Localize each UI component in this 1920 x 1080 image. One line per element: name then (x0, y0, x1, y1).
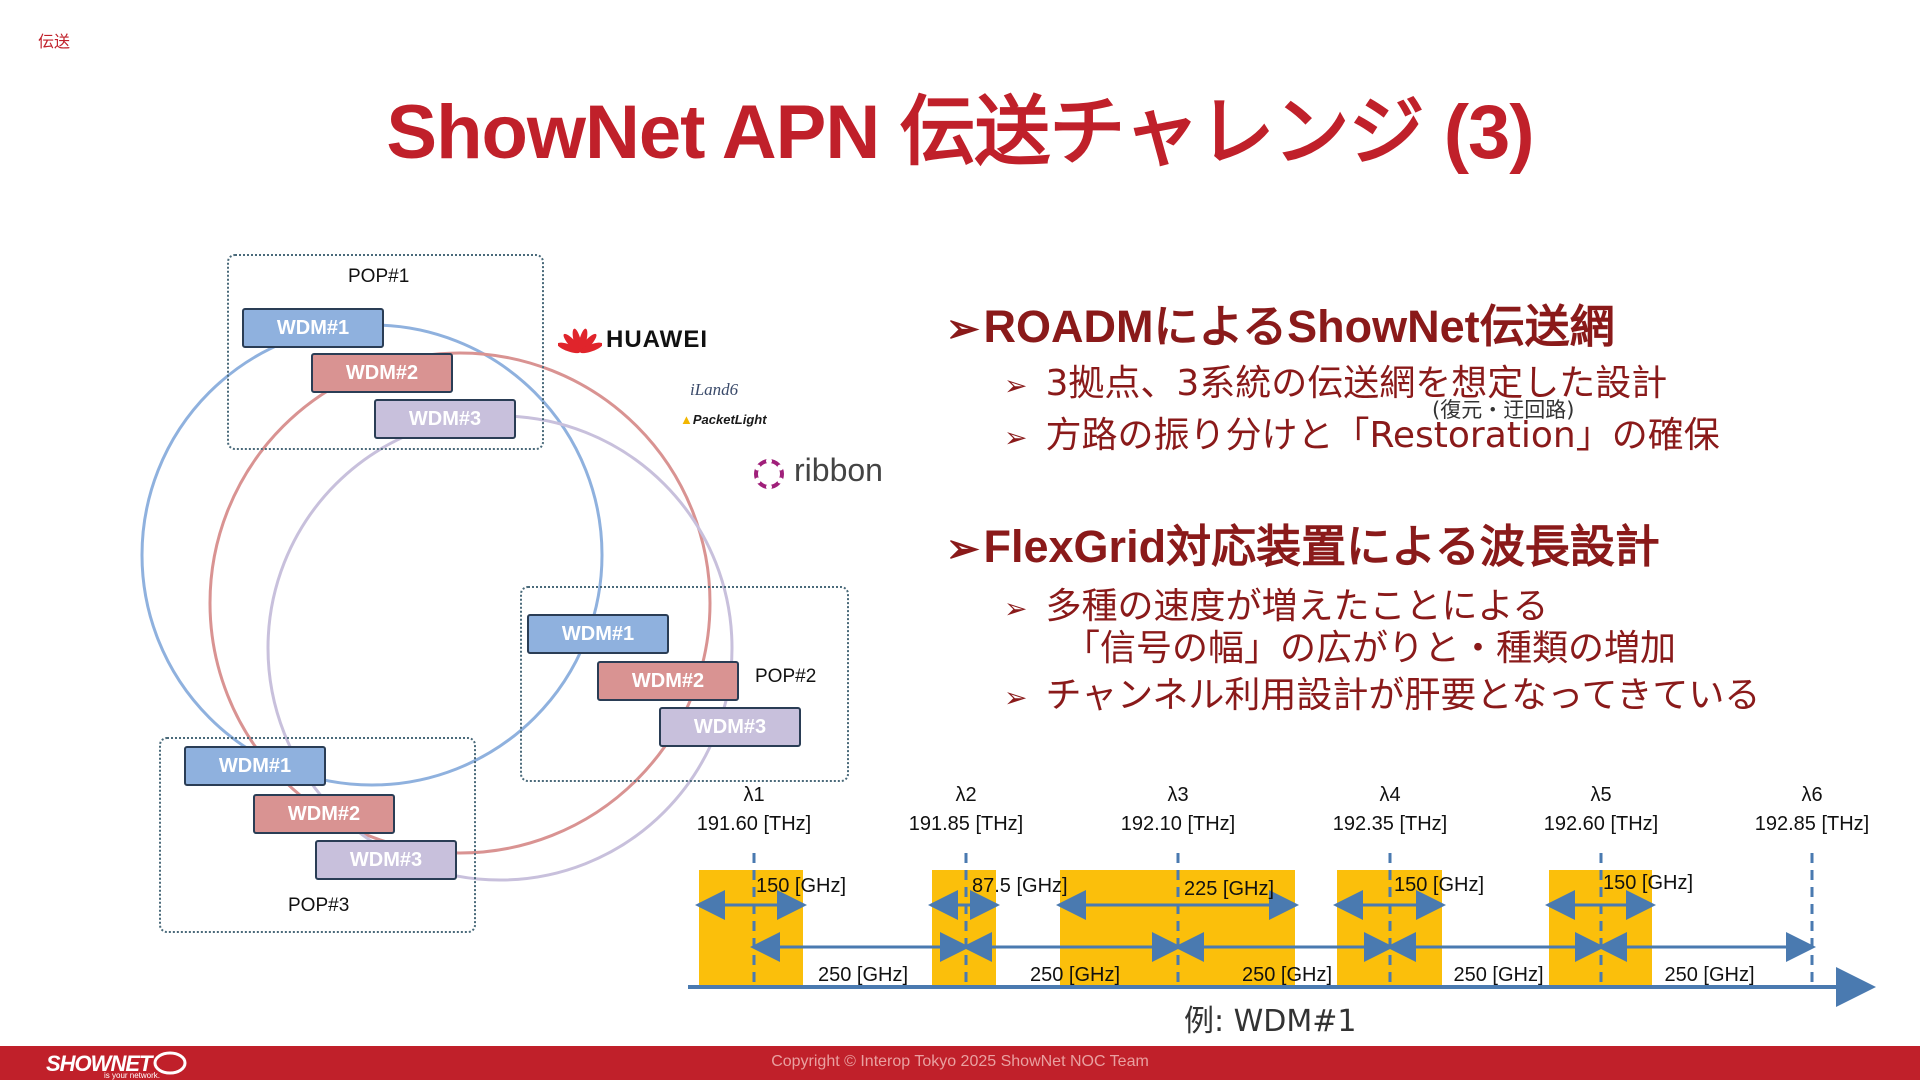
pop1-wdm3: WDM#3 (374, 399, 516, 439)
lambda-freq-2: 191.85 [THz] (909, 813, 1024, 835)
width-label-1: 150 [GHz] (756, 875, 846, 897)
heading-roadm-text: ROADMによるShowNet伝送網 (983, 301, 1615, 352)
lambda-name-4: λ4 (1379, 784, 1400, 806)
pop1-box (227, 254, 544, 450)
footer-bar (0, 1046, 1920, 1080)
spectrum-caption: 例: WDM#1 (1184, 1004, 1357, 1039)
heading-flexgrid-text: FlexGrid対応装置による波長設計 (983, 521, 1660, 572)
bullet-arrow-icon: ➢ (1004, 681, 1028, 714)
huawei-logo-icon (558, 328, 602, 354)
lambda-name-6: λ6 (1801, 784, 1822, 806)
lambda-freq-1: 191.60 [THz] (697, 813, 812, 835)
bullet-1-2-text: 方路の振り分けと「Restoration」の確保 (1045, 415, 1720, 456)
lambda-name-2: λ2 (955, 784, 976, 806)
shownet-logo-sub: is your network. (104, 1071, 161, 1080)
bullet-2-1-text: 多種の速度が増えたことによる (1045, 586, 1549, 627)
pop2-label: POP#2 (755, 666, 817, 687)
lambda-name-1: λ1 (743, 784, 764, 806)
ribbon-logo: ribbon (794, 452, 883, 488)
channel-block-2 (932, 870, 996, 988)
ribbon-logo-icon (754, 458, 784, 490)
bullet-arrow-icon: ➢ (946, 307, 980, 351)
pop2-wdm3: WDM#3 (659, 707, 801, 747)
lambda-freq-3: 192.10 [THz] (1121, 813, 1236, 835)
lambda-name-5: λ5 (1590, 784, 1611, 806)
bullet-2-1: ➢ 多種の速度が増えたことによる (1004, 577, 1548, 629)
bullet-arrow-icon: ➢ (1004, 592, 1028, 625)
slide-title: ShowNet APN 伝送チャレンジ (3) (386, 90, 1534, 175)
heading-flexgrid: ➢FlexGrid対応装置による波長設計 (946, 510, 1660, 575)
lambda-name-3: λ3 (1167, 784, 1188, 806)
packetlight-mark-icon: ▲ (680, 412, 693, 427)
copyright: Copyright © Interop Tokyo 2025 ShowNet N… (771, 1053, 1149, 1070)
heading-roadm: ➢ROADMによるShowNet伝送網 (946, 290, 1615, 355)
pop3-wdm1: WDM#1 (184, 746, 326, 786)
pop3-wdm3: WDM#3 (315, 840, 457, 880)
bullet-arrow-icon: ➢ (1004, 369, 1028, 402)
pop1-wdm1: WDM#1 (242, 308, 384, 348)
width-label-4: 150 [GHz] (1394, 874, 1484, 896)
lambda-freq-4: 192.35 [THz] (1333, 813, 1448, 835)
pop2-box (520, 586, 849, 782)
pop3-box (159, 737, 476, 933)
spacing-label-5: 250 [GHz] (1664, 964, 1754, 986)
spacing-label-2: 250 [GHz] (1030, 964, 1120, 986)
bullet-2-2-text: チャンネル利用設計が肝要となってきている (1045, 675, 1761, 716)
spacing-label-4: 250 [GHz] (1453, 964, 1543, 986)
bullet-arrow-icon: ➢ (946, 527, 980, 571)
lambda-freq-5: 192.60 [THz] (1544, 813, 1659, 835)
width-label-5: 150 [GHz] (1603, 872, 1693, 894)
lambda-freq-6: 192.85 [THz] (1755, 813, 1870, 835)
bullet-arrow-icon: ➢ (1004, 421, 1028, 454)
bullet-2-2: ➢ チャンネル利用設計が肝要となってきている (1004, 666, 1760, 718)
packetlight-logo: ▲PacketLight (680, 412, 767, 427)
width-label-2: 87.5 [GHz] (972, 875, 1068, 897)
pop1-wdm2: WDM#2 (311, 353, 453, 393)
spacing-label-1: 250 [GHz] (818, 964, 908, 986)
bullet-2-1-cont: 「信号の幅」の広がりと・種類の増加 (1064, 628, 1677, 669)
ring-wdm2 (208, 351, 712, 855)
bullet-1-1: ➢ 3拠点、3系統の伝送網を想定した設計 (1004, 354, 1667, 406)
channel-block-1 (699, 870, 803, 988)
section-tag: 伝送 (38, 32, 71, 51)
pop2-wdm2: WDM#2 (597, 661, 739, 701)
bullet-1-2: ➢ 方路の振り分けと「Restoration」の確保 (1004, 406, 1720, 458)
pop3-label: POP#3 (288, 895, 350, 916)
shownet-logo-mark-icon (153, 1051, 187, 1075)
spacing-label-3: 250 [GHz] (1242, 964, 1332, 986)
restoration-note: (復元・迂回路) (1432, 398, 1575, 422)
width-label-3: 225 [GHz] (1184, 878, 1274, 900)
bullet-1-1-text: 3拠点、3系統の伝送網を想定した設計 (1045, 363, 1668, 404)
iland6-logo: iLand6 (690, 380, 739, 399)
packetlight-text: PacketLight (692, 412, 767, 427)
pop2-wdm1: WDM#1 (527, 614, 669, 654)
huawei-logo: HUAWEI (606, 326, 708, 353)
pop3-wdm2: WDM#2 (253, 794, 395, 834)
shownet-logo: SHOWNET (46, 1051, 152, 1076)
pop1-label: POP#1 (348, 266, 410, 287)
